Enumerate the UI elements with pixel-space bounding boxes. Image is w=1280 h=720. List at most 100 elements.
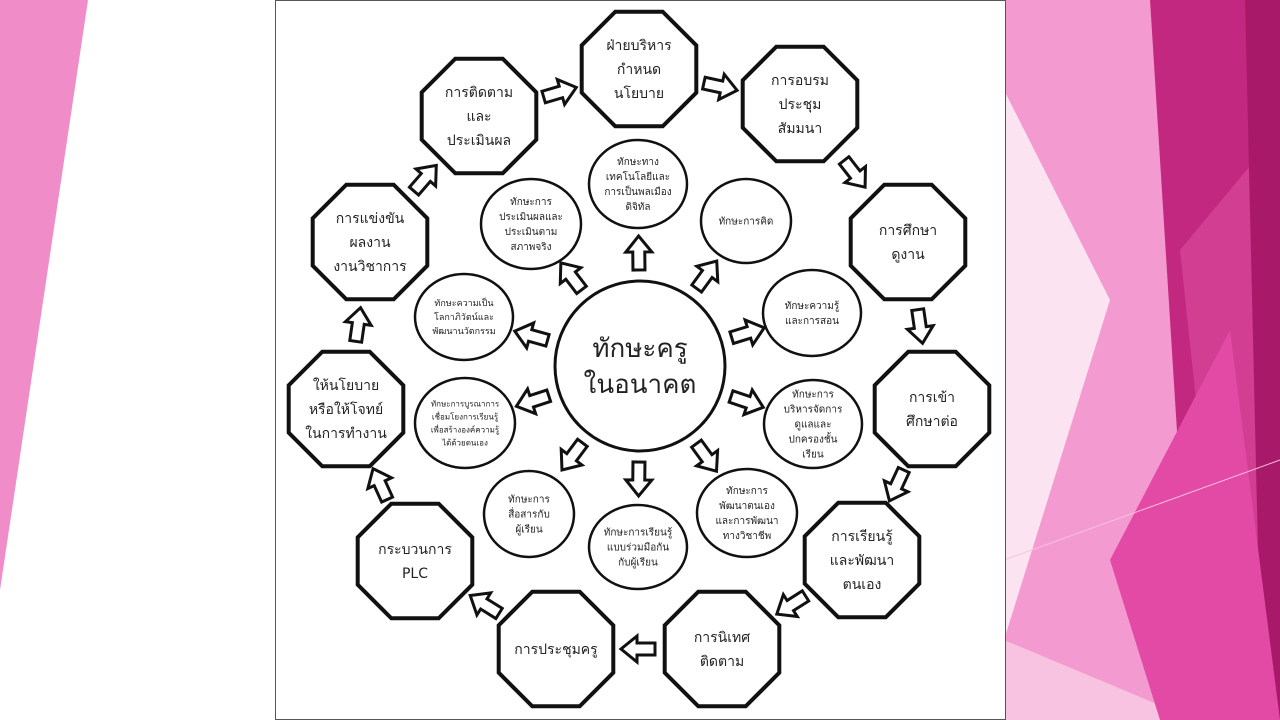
outer-node-further-study: การเข้าศึกษาต่อ	[872, 349, 992, 469]
outer-node-label: และ	[466, 109, 491, 125]
outer-node-label: ประเมินผล	[447, 133, 511, 149]
outer-node-label: ตนเอง	[843, 577, 882, 593]
right-hot-facet	[1110, 330, 1280, 720]
outer-node-label: การเข้า	[909, 390, 955, 406]
octagon-shape	[740, 44, 860, 164]
cycle-arrow-icon	[468, 591, 505, 621]
outer-node-label: ศึกษาต่อ	[906, 414, 958, 430]
outer-node-label: การนิเทศ	[694, 630, 750, 646]
center-circle-shape	[553, 279, 727, 453]
inner-node-label: ทักษะการ	[510, 197, 552, 208]
inner-node-label: ทักษะทาง	[617, 157, 659, 168]
outer-node-label: ในการทำงาน	[305, 425, 387, 442]
outer-node-label: การติดตาม	[445, 85, 513, 101]
inner-node-label: แบบร่วมมือกัน	[607, 542, 669, 554]
octagon-shape	[355, 501, 475, 621]
circle-shape	[479, 177, 583, 271]
right-white-facet	[1004, 90, 1110, 640]
inner-node-label: การเป็นพลเมือง	[604, 184, 671, 198]
inner-node-thinking-skill: ทักษะการคิด	[699, 177, 793, 265]
center-arrow-icon	[558, 261, 589, 296]
center-arrow-icon	[689, 438, 720, 474]
outer-node-label: สัมมนา	[778, 121, 822, 137]
inner-node-label: และการสอน	[785, 316, 839, 327]
outer-node-label: ฝ่ายบริหาร	[606, 38, 672, 54]
center-arrow-icon	[559, 437, 590, 472]
center-arrow-icon	[512, 320, 551, 352]
cycle-arrow-icon	[407, 163, 438, 198]
outer-node-label: หรือให้โจทย์	[309, 401, 383, 418]
inner-node-label: ปกครองชั้น	[789, 432, 838, 446]
inner-node-label: เพื่อสร้างองค์ความรู้	[431, 423, 500, 435]
cycle-arrow-icon	[700, 70, 740, 103]
outer-node-label: การแข่งขัน	[336, 211, 405, 227]
circle-shape	[587, 503, 689, 591]
inner-node-label: ทักษะการเรียนรู้	[604, 527, 673, 539]
circle-shape	[413, 272, 515, 362]
circle-shape	[413, 376, 517, 470]
inner-node-label: สื่อสารกับ	[508, 507, 550, 521]
center-arrow-icon	[514, 385, 553, 417]
inner-node-label: พัฒนานวัตกรรม	[432, 327, 495, 337]
outer-node-self-learning: การเรียนรู้และพัฒนาตนเอง	[802, 500, 922, 620]
center-arrow-icon	[622, 233, 655, 272]
outer-node-label: ให้นโยบาย	[313, 377, 379, 394]
cycle-arrow-icon	[774, 588, 811, 619]
inner-node-label: ประเมินตาม	[505, 227, 558, 238]
left-pink-shape	[0, 0, 88, 590]
inner-node-label: เรียน	[802, 449, 824, 461]
outer-node-label: ประชุม	[779, 97, 822, 113]
octagon-shape	[662, 589, 782, 709]
outer-node-label: กำหนด	[617, 62, 661, 78]
inner-node-label: กับผู้เรียน	[618, 557, 658, 569]
diagram-panel: ทักษะครูในอนาคตฝ่ายบริหารกำหนดนโยบายการอ…	[275, 0, 1006, 720]
center-label: ทักษะครู	[592, 334, 687, 364]
center-arrow-icon	[622, 460, 655, 499]
inner-node-label: ทางวิชาชีพ	[723, 530, 772, 542]
teacher-skills-diagram: ทักษะครูในอนาคตฝ่ายบริหารกำหนดนโยบายการอ…	[286, 9, 992, 709]
outer-node-label: PLC	[402, 566, 428, 582]
inner-node-label: สภาพจริง	[510, 242, 551, 253]
octagon-shape	[848, 182, 968, 302]
right-deep-facet	[1245, 0, 1280, 720]
cycle-arrow-icon	[618, 632, 657, 666]
outer-node-label: ผลงาน	[349, 235, 390, 251]
circle-shape	[761, 268, 863, 358]
octagon-shape	[286, 349, 406, 469]
inner-node-label: ดูแลและ	[794, 420, 831, 431]
inner-node-label: ผู้เรียน	[515, 524, 543, 536]
inner-node-label: พัฒนาตนเอง	[719, 501, 775, 512]
inner-node-knowledge-teaching: ทักษะความรู้และการสอน	[761, 268, 863, 358]
outer-node-label: การอบรม	[771, 73, 829, 89]
inner-node-label: เชื่อมโยงการเรียนรู้	[432, 410, 499, 422]
circle-shape	[482, 469, 576, 559]
inner-node-label: ได้ด้วยตนเอง	[441, 438, 488, 447]
octagon-shape	[310, 182, 430, 302]
inner-node-label: ดิจิทัล	[625, 202, 650, 213]
cycle-arrow-icon	[882, 465, 912, 503]
outer-node-label: นโยบาย	[614, 85, 664, 102]
inner-node-label: เทคโนโลยีและ	[606, 170, 670, 183]
inner-node-co-learning: ทักษะการเรียนรู้แบบร่วมมือกันกับผู้เรียน	[587, 503, 689, 591]
outer-node-label: กระบวนการ	[378, 542, 452, 558]
outer-node-plc-process: กระบวนการ PLC	[355, 501, 475, 621]
right-thin-line	[1003, 459, 1280, 561]
inner-node-label: ทักษะการบูรณาการ	[431, 399, 500, 409]
outer-node-label: การศึกษา	[879, 223, 937, 239]
inner-node-label: ทักษะการ	[792, 390, 834, 401]
outer-node-label: การเรียนรู้	[831, 529, 893, 545]
cycle-arrow-icon	[365, 466, 396, 505]
cycle-arrow-icon	[342, 305, 375, 344]
inner-node-label: ทักษะการคิด	[719, 217, 774, 228]
circle-shape	[699, 177, 793, 265]
